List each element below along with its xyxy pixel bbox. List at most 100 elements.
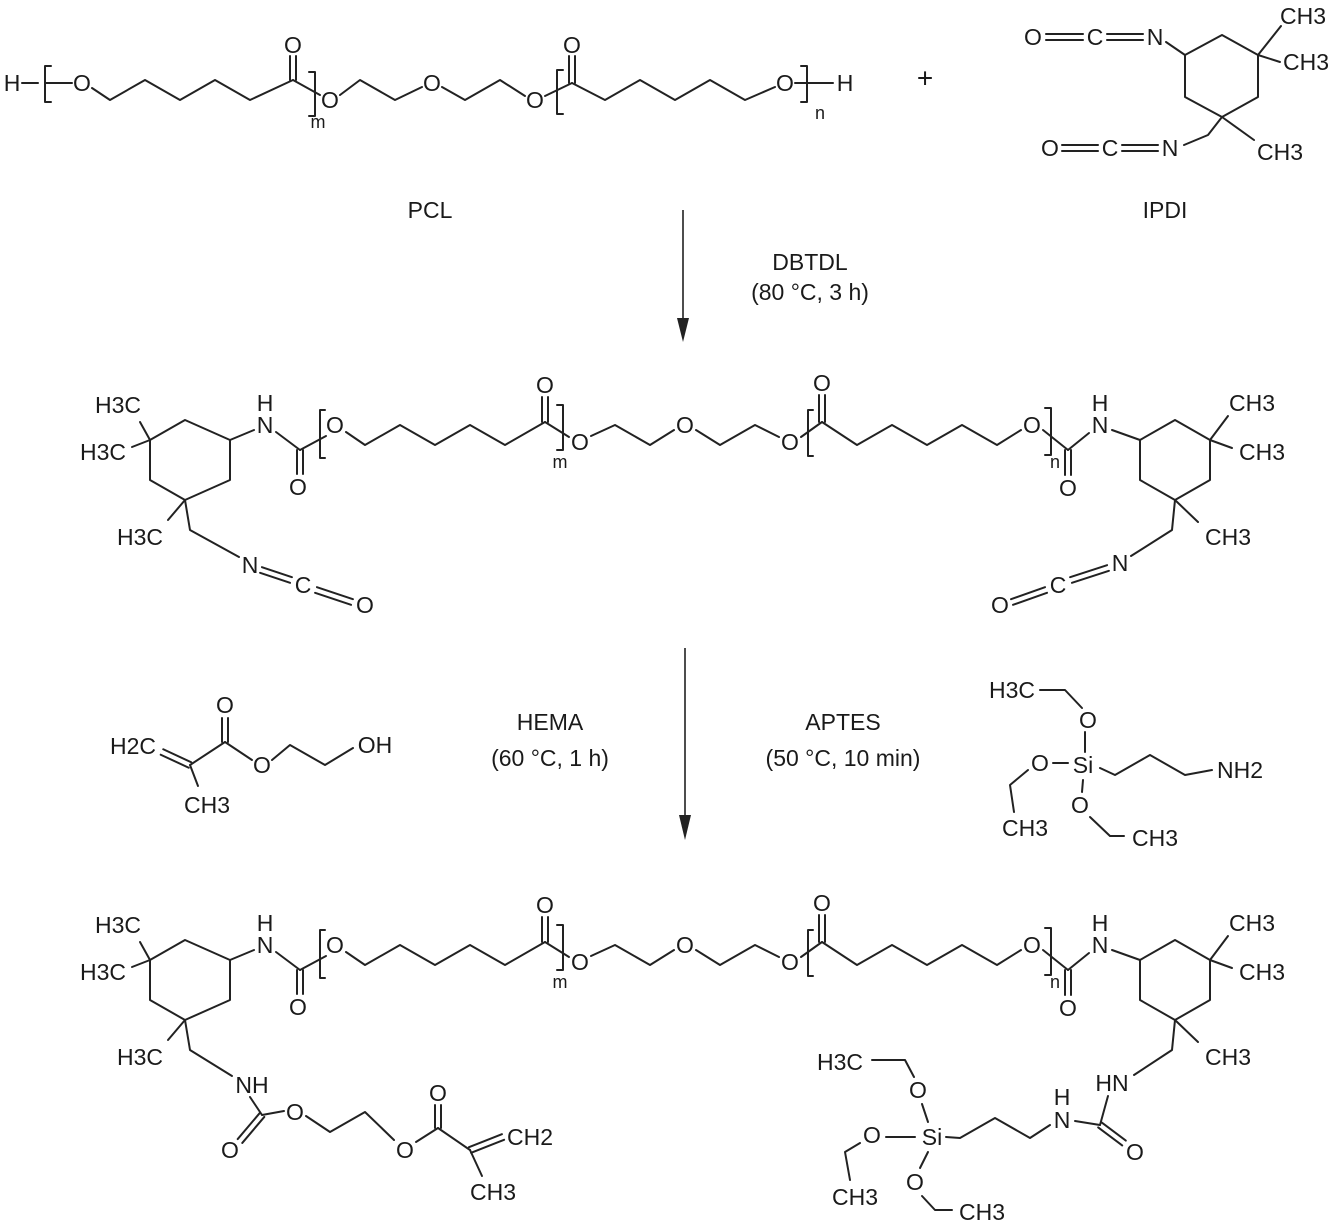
intermediate-atom-label: O [676,412,694,438]
hema-double-bond [221,717,229,743]
product-atom-label: H [1054,1084,1071,1110]
plus-sign: + [917,63,933,94]
intermediate-ring [1139,419,1211,501]
intermediate-double-bond [818,394,826,423]
product-atom-label: H3C [817,1049,863,1075]
product-atom-label: O [1059,995,1077,1021]
product-bond [305,1111,395,1141]
ipdi-double-bond [1121,144,1159,152]
intermediate-atom-label: n [1050,452,1060,472]
ipdi-bond [1257,54,1281,63]
product-bond [167,1019,186,1041]
pcl-m-close-bracket [308,71,316,117]
intermediate-bond [184,499,240,558]
intermediate-bond [229,429,255,441]
intermediate-atom-label: O [1059,475,1077,501]
hema-atom-label: OH [358,732,393,758]
aptes-bond [1089,816,1125,837]
ipdi-atom-label: C [1102,135,1119,161]
ipdi-atom-label: O [1024,24,1042,50]
step-2-reagent-hema: HEMA [517,709,584,735]
pcl-atom-label: O [284,32,302,58]
intermediate-bond [1111,429,1141,441]
pcl-n-open-bracket [556,69,564,115]
aptes-bond [1099,754,1213,776]
product-atom-label: n [1050,972,1060,992]
aptes-atom-label: H3C [989,677,1035,703]
ipdi-double-bond [1061,144,1099,152]
product-atom-label: O [1126,1139,1144,1165]
intermediate-bond [544,421,570,438]
ipdi-bond [1183,116,1223,146]
intermediate-double-bond [296,449,304,475]
aptes-atom-label: NH2 [1217,757,1263,783]
pcl-n-close-bracket [800,65,808,103]
intermediate-double-bond [541,396,549,423]
intermediate-bond [1130,499,1176,557]
hema-atom-label: CH3 [184,792,230,818]
intermediate-bond [131,439,151,448]
product-atom-label: CH3 [832,1184,878,1210]
intermediate-atom-label: O [536,372,554,398]
intermediate-atom-label: N [1112,550,1129,576]
product-double-bond [434,1104,442,1129]
hema-atom-label: H2C [110,733,156,759]
product-atom-label: O [1023,932,1041,958]
hema-atom-label: O [253,752,271,778]
intermediate-atom-label: H3C [117,524,163,550]
product-bond [1111,949,1141,961]
product-bond [1042,949,1069,971]
product-n-close-bracket [1044,927,1052,976]
intermediate-atom-label: O [991,592,1009,618]
intermediate-atom-label: C [295,572,312,598]
intermediate-bond [1209,415,1229,441]
intermediate-bond [167,499,186,521]
step-3-conditions-aptes: (50 °C, 10 min) [766,745,921,771]
bonds-layer [21,25,1282,1211]
product-ring [149,939,231,1021]
aptes-atom-label: CH3 [1002,815,1048,841]
step-2-conditions-hema: (60 °C, 1 h) [491,745,609,771]
intermediate-atom-label: O [356,592,374,618]
hema-bond [189,764,199,787]
intermediate-bond [1174,499,1199,523]
product-bond [921,1195,953,1211]
product-bond [844,1142,861,1181]
product-bond [275,951,301,971]
hema-double-bond [159,748,193,769]
step-3-reagent-aptes: APTES [805,709,880,735]
product-double-bond [818,914,826,943]
product-bond [437,1127,471,1151]
product-bond [415,1127,439,1143]
step-1-reagent: DBTDL [772,249,848,275]
product-atom-label: H3C [117,1044,163,1070]
product-bond [249,1096,263,1116]
intermediate-atom-label: CH3 [1205,524,1251,550]
step-2-arrow [679,648,691,840]
product-double-bond [541,916,549,943]
hema-bond [224,741,253,761]
aptes-atom-label: O [1071,792,1089,818]
product-atom-label: Si [922,1124,942,1150]
ipdi-double-bond [1045,33,1084,41]
aptes-atom-label: Si [1073,752,1093,778]
intermediate-double-bond [1010,586,1048,606]
pcl-bond [544,82,573,97]
pcl-carbonyl-double-bond [568,55,576,84]
aptes-atom-label: O [1079,707,1097,733]
product-atom-label: N [1054,1107,1071,1133]
product-bond [139,941,151,961]
pcl-name: PCL [408,197,453,223]
aptes-atom-label: O [1031,750,1049,776]
product-bond [299,955,327,971]
intermediate-atom-label: N [242,552,259,578]
intermediate-atom-label: O [571,429,589,455]
pcl-bond [441,79,526,101]
intermediate-double-bond [1069,564,1110,584]
product-atom-label: O [536,892,554,918]
product-atom-label: O [221,1137,239,1163]
hema-atom-label: O [216,692,234,718]
intermediate-atom-label: N [257,412,274,438]
